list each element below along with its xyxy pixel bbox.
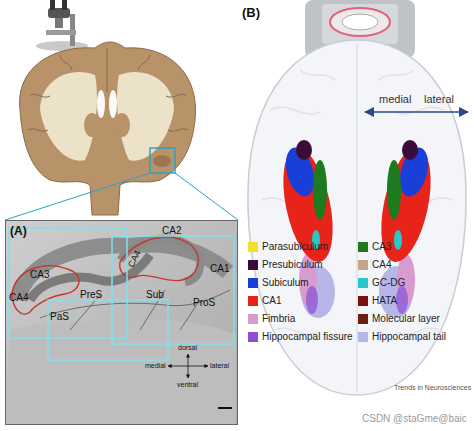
zoom-frame-part (175, 173, 238, 220)
legend-swatch (248, 242, 258, 252)
direction-arrow-part (365, 111, 468, 113)
legend-text: Fimbria (262, 313, 295, 325)
brain-slice-part (153, 155, 171, 167)
histology-section-part (5, 320, 236, 425)
brain-slice-part (97, 90, 105, 118)
brain-slice-part (114, 113, 130, 137)
brain-slice-part (84, 113, 100, 137)
hippocampus-left (274, 140, 341, 318)
legend-text: Hippocampal tail (372, 331, 446, 343)
hippocampus-left-part (296, 140, 312, 160)
legend-text: Hippocampal fissure (262, 331, 353, 343)
legend-swatch (358, 278, 368, 288)
brain-slice (20, 42, 196, 215)
legend-swatch (248, 260, 258, 270)
orientation-label: dorsal (178, 344, 197, 351)
brain-slice-part (20, 42, 196, 215)
direction-label: lateral (424, 94, 454, 105)
histology-section (5, 220, 238, 425)
histology-section-part (168, 366, 188, 367)
orientation-label: medial (145, 362, 166, 369)
legend-swatch (248, 332, 258, 342)
brain-slice-part (28, 55, 188, 131)
legend-text: CA1 (262, 295, 281, 307)
histology-section-part (120, 239, 200, 282)
region-label: PreS (80, 290, 102, 300)
region-label: CA1 (210, 264, 229, 274)
legend-swatch (358, 242, 368, 252)
hippocampus-left-part (306, 286, 318, 314)
microscope-icon-part (55, 18, 63, 28)
legend-swatch (358, 332, 368, 342)
microscope-icon-part (46, 30, 76, 35)
legend-text: Molecular layer (372, 313, 440, 325)
histology-section-part (9, 228, 127, 338)
mri-scanner-part (342, 14, 378, 30)
hippocampus-left-part (313, 160, 327, 220)
histology-section-part (48, 300, 168, 360)
legend-text: CA3 (372, 241, 391, 253)
journal-credit: Trends in Neurosciences (394, 384, 471, 391)
mri-scanner-part (322, 4, 398, 44)
legend-swatch (358, 314, 368, 324)
legend-swatch (358, 260, 368, 270)
legend-swatch (248, 296, 258, 306)
zoom-frame-part (5, 173, 150, 220)
region-label: PaS (50, 312, 69, 322)
legend-text: Presubiculum (262, 259, 323, 271)
brain-slice-part (109, 90, 117, 118)
legend-text: Subiculum (262, 277, 309, 289)
histology-section-part (188, 354, 189, 366)
brain-top-view (248, 40, 466, 395)
legend-swatch (248, 314, 258, 324)
histology-section-part (218, 407, 232, 409)
region-label: CA2 (162, 226, 181, 236)
histology-section-part (5, 220, 238, 425)
legend-swatch (248, 278, 258, 288)
legend-text: HATA (372, 295, 397, 307)
direction-label: medial (379, 94, 411, 105)
region-label: Sub (146, 290, 164, 300)
legend-text: Parasubiculum (262, 241, 328, 253)
microscope-icon-part (62, 0, 67, 10)
hippocampus-right (372, 140, 439, 318)
direction-arrow (365, 112, 468, 113)
legend-text: GC-DG (372, 277, 405, 289)
histology-section-part (120, 237, 199, 281)
mri-scanner-part (330, 8, 390, 36)
zoom-frame-part (150, 148, 175, 173)
microscope-icon-part (50, 0, 55, 10)
region-label: ProS (193, 298, 215, 308)
zoom-frame (5, 148, 238, 220)
histology-section-part (112, 236, 234, 344)
histology-section-part (12, 266, 79, 314)
brain-slice-part (107, 48, 108, 92)
histology-section-part (188, 366, 189, 378)
orientation-label: lateral (210, 362, 229, 369)
microscope-icon (36, 0, 88, 51)
panel-letter: (A) (10, 224, 27, 238)
legend-text: CA4 (372, 259, 391, 271)
region-label: CA4 (9, 293, 28, 303)
brain-top-view-part (248, 40, 466, 395)
histology-panel: (A) (5, 220, 238, 425)
histology-section-part (70, 290, 200, 330)
brain-top-view-part (262, 70, 452, 334)
legend-swatch (358, 296, 368, 306)
region-label: CA3 (30, 270, 49, 280)
histology-section-part (188, 366, 208, 367)
panel-letter: (B) (242, 6, 260, 19)
watermark: CSDN @staGme@baic (362, 414, 467, 424)
orientation-label: ventral (177, 381, 198, 388)
